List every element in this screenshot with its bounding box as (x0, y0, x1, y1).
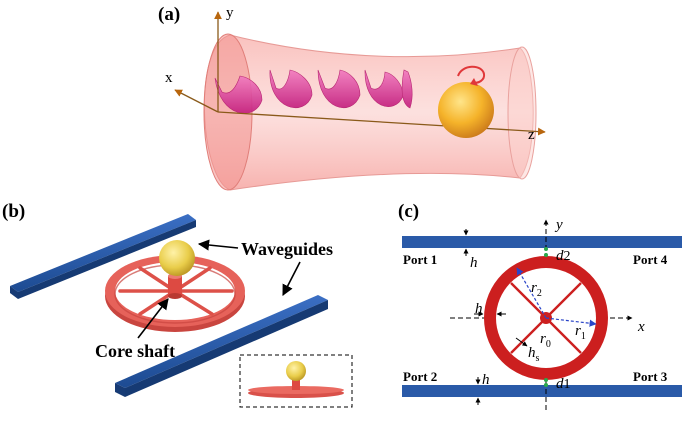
waveguide-lower (115, 295, 328, 397)
panel-c-label: (c) (398, 201, 419, 222)
hs-label: hs (528, 345, 540, 364)
panel-b: (b) (2, 201, 353, 408)
h-label-ring: h (475, 301, 483, 317)
gap-marker-top (544, 247, 548, 251)
waveguides-arrow-2 (282, 261, 301, 296)
rotation-arrow (457, 65, 486, 84)
waveguides-arrow-1 (197, 239, 239, 251)
r1-label: r1 (575, 323, 586, 342)
helical-wavefront (214, 69, 413, 114)
h-label-top: h (470, 255, 478, 271)
beam-exit-ellipse (507, 46, 537, 180)
d1-label: d1 (556, 376, 571, 392)
gap-marker-top-2 (544, 253, 548, 257)
waveguides-callout: Waveguides (241, 239, 333, 259)
inset-ring-side (248, 361, 344, 398)
panel-a-label: (a) (158, 4, 180, 25)
panel-b-label: (b) (2, 201, 25, 222)
axis-z-label: z (528, 127, 535, 143)
particle-on-ring (159, 240, 195, 276)
axis-x-label: x (165, 70, 173, 86)
hs-marker (515, 337, 528, 347)
side-view-inset (239, 354, 353, 408)
port-1-label: Port 1 (403, 252, 437, 267)
r2-label: r2 (531, 280, 542, 299)
core-shaft-callout: Core shaft (95, 341, 175, 361)
gap-marker-bottom (544, 378, 548, 382)
r1-arrow (545, 317, 597, 327)
port-2-label: Port 2 (403, 369, 437, 384)
axis-x-label-c: x (637, 319, 645, 335)
axis-y-label-c: y (554, 217, 563, 233)
port-3-label: Port 3 (633, 369, 668, 384)
h-label-bottom: h (482, 372, 490, 388)
d2-label: d2 (556, 248, 571, 264)
port-4-label: Port 4 (633, 252, 668, 267)
waveguide-upper (10, 214, 196, 299)
core-shaft-arrow (137, 298, 169, 339)
axis-y-label: y (226, 5, 234, 21)
waveguide-bottom (402, 385, 682, 397)
ring-resonator (105, 255, 245, 332)
rotation-arrow-head (470, 78, 478, 86)
panel-c: (c) y x Port 1 Port 4 Port 2 Port 3 (398, 201, 682, 410)
waveguide-top (402, 236, 682, 248)
axis-x-line (174, 89, 219, 113)
panel-a: (a) y x z (158, 4, 546, 191)
gap-marker-bottom-2 (544, 383, 548, 387)
axis-z-line (217, 111, 546, 136)
trapped-particle (438, 82, 494, 138)
r0-label: r0 (540, 331, 551, 350)
